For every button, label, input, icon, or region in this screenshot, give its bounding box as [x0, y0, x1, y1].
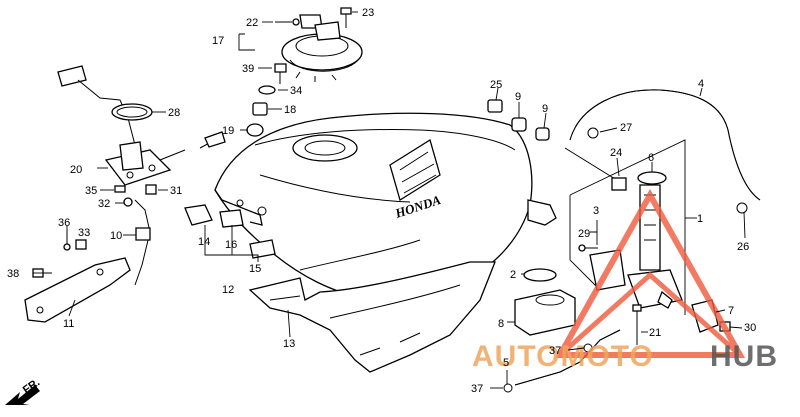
callout-31: 31: [170, 185, 182, 197]
cushion-18: [252, 102, 268, 116]
grommet-9a: [511, 117, 527, 132]
callout-13: 13: [283, 338, 295, 350]
washer-34: [258, 85, 276, 95]
callout-30: 30: [744, 322, 756, 334]
o-ring-2: [523, 268, 557, 282]
callout-17: 17: [212, 35, 224, 47]
o-ring-6: [637, 171, 667, 185]
callout-15: 15: [249, 263, 261, 275]
callout-35: 35: [85, 185, 97, 197]
callout-14: 14: [198, 236, 210, 248]
callout-39: 39: [242, 63, 254, 75]
callout-12: 12: [222, 284, 234, 296]
bolt-39: [274, 63, 287, 84]
callout-37a: 37: [549, 345, 561, 357]
screw-29: [578, 244, 598, 252]
fuel-sender: [57, 65, 226, 186]
callout-27: 27: [620, 122, 632, 134]
callout-2: 2: [510, 269, 516, 281]
nut-31: [145, 184, 157, 195]
grommet-19: [246, 123, 264, 137]
grommet-9b: [535, 127, 550, 141]
callout-10: 10: [110, 230, 122, 242]
callout-3: 3: [593, 205, 599, 217]
fuel-tank: [214, 112, 557, 303]
callout-23: 23: [362, 7, 374, 19]
fuel-cap: [281, 14, 363, 82]
callout-labels: 1 2 3 4 5 6 7 8 9 9 10 11 12 13 14 15 16…: [7, 7, 756, 395]
front-arrow-icon: [5, 385, 40, 405]
cushion-15: [249, 239, 276, 259]
watermark-logo: [554, 188, 746, 358]
front-label: FR.: [21, 376, 42, 396]
callout-19: 19: [222, 125, 234, 137]
bracket-11: [24, 257, 131, 323]
callout-24: 24: [610, 147, 622, 159]
cushion-16: [219, 209, 244, 228]
callout-18: 18: [284, 104, 296, 116]
nut-24: [564, 147, 627, 191]
callout-20: 20: [70, 164, 82, 176]
callout-16: 16: [225, 239, 237, 251]
bolt-21: [632, 304, 642, 345]
callout-1: 1: [697, 213, 703, 225]
cushion-14: [184, 204, 213, 226]
nut-25: [487, 99, 503, 113]
fuel-tube-5: [514, 329, 621, 386]
callout-21: 21: [649, 327, 661, 339]
callout-8: 8: [498, 318, 504, 330]
callout-4: 4: [698, 78, 704, 90]
o-ring-28: [111, 103, 153, 121]
watermark-text-2: HUB: [710, 340, 778, 373]
leader-lines: [33, 11, 746, 389]
bolt-36: [63, 230, 71, 251]
callout-6: 6: [648, 152, 654, 164]
callout-28: 28: [168, 107, 180, 119]
washer-32: [123, 197, 133, 207]
clip-26: [736, 202, 748, 214]
callout-33: 33: [78, 227, 90, 239]
callout-25: 25: [490, 79, 502, 91]
callout-36: 36: [58, 217, 70, 229]
callout-9b: 9: [542, 103, 548, 115]
clip-35: [114, 185, 126, 193]
nut-33: [75, 239, 87, 250]
callout-38: 38: [7, 268, 19, 280]
callout-22: 22: [246, 17, 258, 29]
callout-7: 7: [728, 305, 734, 317]
drain-tube-10: [134, 199, 151, 286]
callout-5: 5: [503, 357, 509, 369]
clip-37b: [503, 383, 513, 393]
callout-34: 34: [290, 85, 302, 97]
clip-27: [587, 127, 599, 139]
callout-37b: 37: [471, 383, 483, 395]
watermark-text-1: AUTOMOTO: [472, 340, 654, 373]
callout-11: 11: [63, 318, 74, 330]
callout-9a: 9: [515, 91, 521, 103]
cap-bolt-23: [340, 7, 352, 28]
callout-26: 26: [737, 241, 749, 253]
callout-32: 32: [98, 198, 110, 210]
cap-screw-22: [275, 18, 300, 26]
callout-29: 29: [578, 228, 590, 240]
breather-hose: [569, 89, 761, 201]
tank-undercover: [248, 261, 496, 373]
cover-8: [514, 289, 576, 336]
